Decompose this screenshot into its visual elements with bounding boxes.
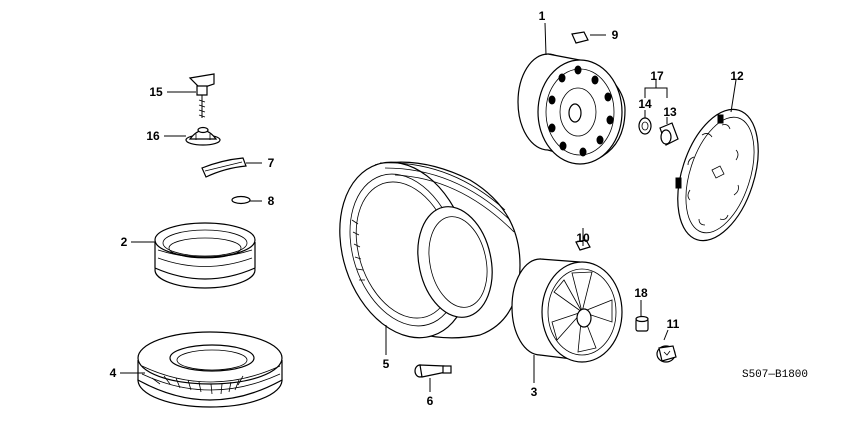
callout-labels: 1 9 15 16 7 8 2 4 5 6 3 10 17 14 13 12 1… xyxy=(110,9,744,408)
callout-13: 13 xyxy=(663,105,677,119)
callout-9: 9 xyxy=(612,28,619,42)
part-15-spare-tire-bolt xyxy=(188,73,215,118)
callout-1: 1 xyxy=(539,9,546,23)
part-9-balance-weight xyxy=(571,31,589,44)
callout-4: 4 xyxy=(110,366,117,380)
callout-17: 17 xyxy=(650,69,664,83)
part-14-washer xyxy=(638,117,652,135)
callout-7: 7 xyxy=(268,156,275,170)
callout-15: 15 xyxy=(149,85,163,99)
callout-3: 3 xyxy=(531,385,538,399)
part-4-spare-tire xyxy=(137,331,283,408)
callout-12: 12 xyxy=(730,69,744,83)
callout-18: 18 xyxy=(634,286,648,300)
part-16-spare-tire-nut xyxy=(185,126,221,146)
callout-5: 5 xyxy=(383,357,390,371)
callout-2: 2 xyxy=(121,235,128,249)
part-3-alloy-wheel xyxy=(511,258,623,363)
part-11-center-cap xyxy=(656,345,677,363)
callout-16: 16 xyxy=(146,129,160,143)
callout-14: 14 xyxy=(638,97,652,111)
part-12-wheel-cap xyxy=(675,108,759,242)
callout-8: 8 xyxy=(268,194,275,208)
part-18-nut xyxy=(635,315,649,332)
diagram-code: S507—B1800 xyxy=(742,369,808,381)
part-13-wheel-nut xyxy=(659,122,679,146)
part-5-tire xyxy=(339,161,521,339)
callout-11: 11 xyxy=(667,317,680,331)
part-1-steel-wheel xyxy=(517,53,626,165)
part-8-ring xyxy=(231,195,251,205)
part-6-valve-stem xyxy=(414,364,452,378)
callout-6: 6 xyxy=(427,394,434,408)
leader-lines xyxy=(120,22,737,392)
part-2-spare-rim xyxy=(154,222,256,289)
part-7-strip xyxy=(201,157,247,178)
callout-10: 10 xyxy=(576,231,590,245)
